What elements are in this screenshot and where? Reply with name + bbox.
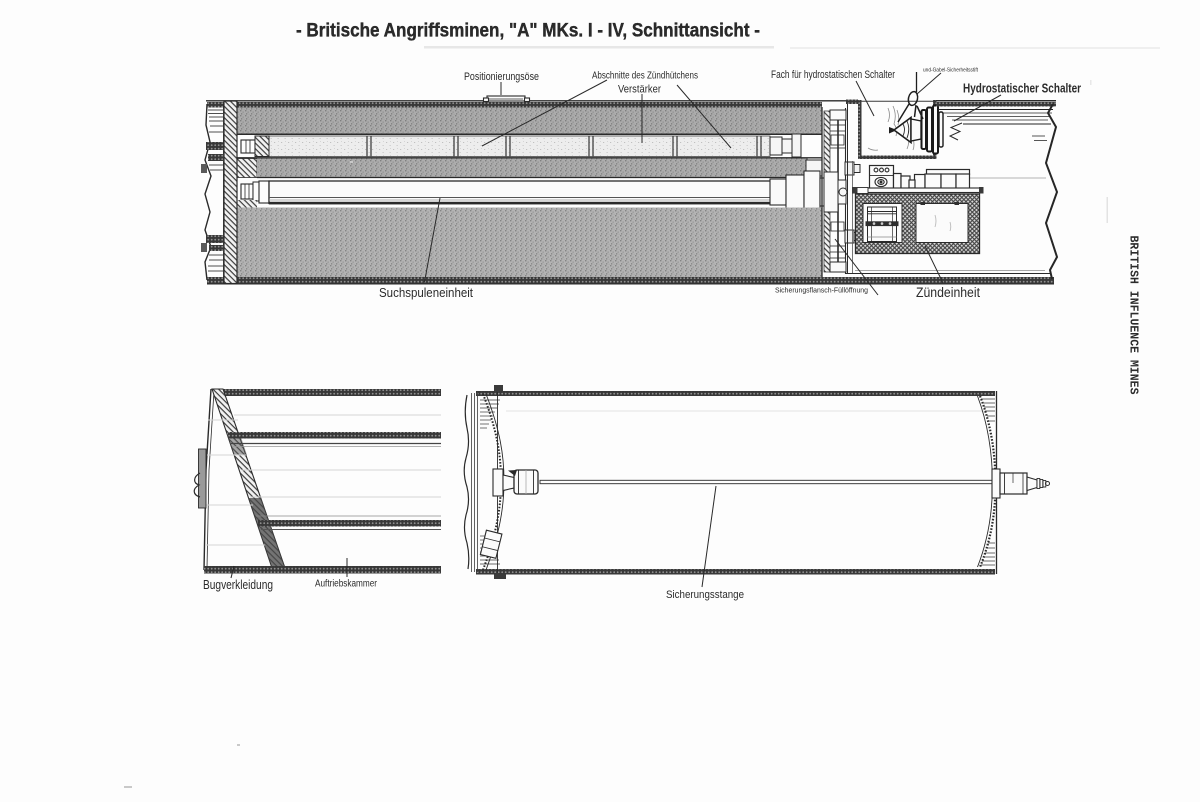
svg-text:Positionierungsöse: Positionierungsöse bbox=[464, 71, 539, 83]
svg-text:Verstärker: Verstärker bbox=[618, 84, 661, 96]
svg-text:- Britische Angriffsminen, "A": - Britische Angriffsminen, "A" MKs. I - … bbox=[296, 20, 760, 42]
svg-text:Hydrostatischer Schalter: Hydrostatischer Schalter bbox=[963, 82, 1081, 96]
svg-text:Bugverkleidung: Bugverkleidung bbox=[203, 578, 273, 592]
svg-text:BRITISH INFLUENCE MINES: BRITISH INFLUENCE MINES bbox=[1127, 236, 1140, 395]
svg-text:Sicherungsflansch-Füllöffnung: Sicherungsflansch-Füllöffnung bbox=[775, 288, 868, 295]
svg-text:Suchspuleneinheit: Suchspuleneinheit bbox=[379, 286, 473, 300]
svg-text:Zündeinheit: Zündeinheit bbox=[916, 285, 980, 300]
svg-text:Auftriebskammer: Auftriebskammer bbox=[315, 579, 378, 590]
svg-text:und-Gabel-Sicherheitsstift: und-Gabel-Sicherheitsstift bbox=[923, 68, 978, 74]
svg-text:Sicherungsstange: Sicherungsstange bbox=[666, 589, 744, 601]
svg-text:Fach für hydrostatischen Schal: Fach für hydrostatischen Schalter bbox=[771, 69, 895, 81]
svg-text:Abschnitte des Zündhütchens: Abschnitte des Zündhütchens bbox=[592, 70, 698, 82]
